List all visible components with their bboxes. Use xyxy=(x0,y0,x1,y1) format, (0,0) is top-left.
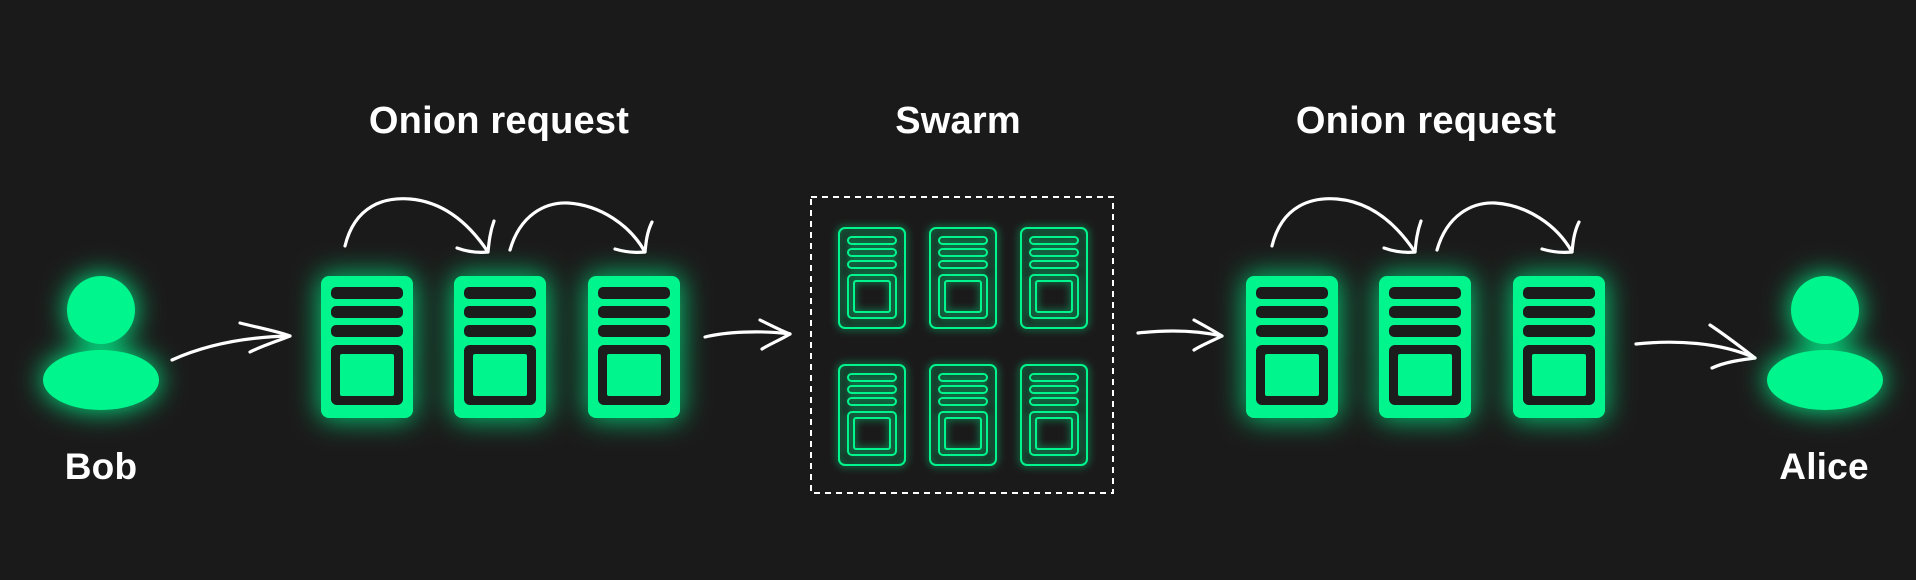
swarm-boundary xyxy=(810,196,1114,494)
left-relay-server-2-icon xyxy=(454,276,546,418)
flow-arrow-icon xyxy=(703,318,792,351)
flow-arrow-icon xyxy=(170,321,292,362)
swarm-node-5-icon xyxy=(929,364,997,466)
swarm-label: Swarm xyxy=(895,100,1021,142)
right-onion-request-label: Onion request xyxy=(1295,100,1557,142)
swarm-node-4-icon xyxy=(838,364,906,466)
right-hop-arrow-2-icon xyxy=(1435,201,1581,254)
swarm-node-6-icon xyxy=(1020,364,1088,466)
left-relay-server-3-icon xyxy=(588,276,680,418)
flow-arrow-icon xyxy=(1136,318,1224,352)
right-relay-server-2-icon xyxy=(1379,276,1471,418)
right-hop-arrow-1-icon xyxy=(1270,197,1423,254)
left-hop-arrow-2-icon xyxy=(508,201,654,254)
swarm-node-1-icon xyxy=(838,227,906,329)
left-hop-arrow-1-icon xyxy=(343,197,496,254)
right-relay-server-3-icon xyxy=(1513,276,1605,418)
swarm-node-2-icon xyxy=(929,227,997,329)
left-relay-server-1-icon xyxy=(321,276,413,418)
left-onion-request-label: Onion request xyxy=(368,100,630,142)
right-relay-server-1-icon xyxy=(1246,276,1338,418)
flow-arrow-icon xyxy=(1634,323,1757,370)
recipient-name-label: Alice xyxy=(1779,446,1869,487)
sender-name-label: Bob xyxy=(64,446,138,487)
swarm-node-3-icon xyxy=(1020,227,1088,329)
recipient-person-icon xyxy=(1767,276,1883,410)
sender-person-icon xyxy=(43,276,159,410)
